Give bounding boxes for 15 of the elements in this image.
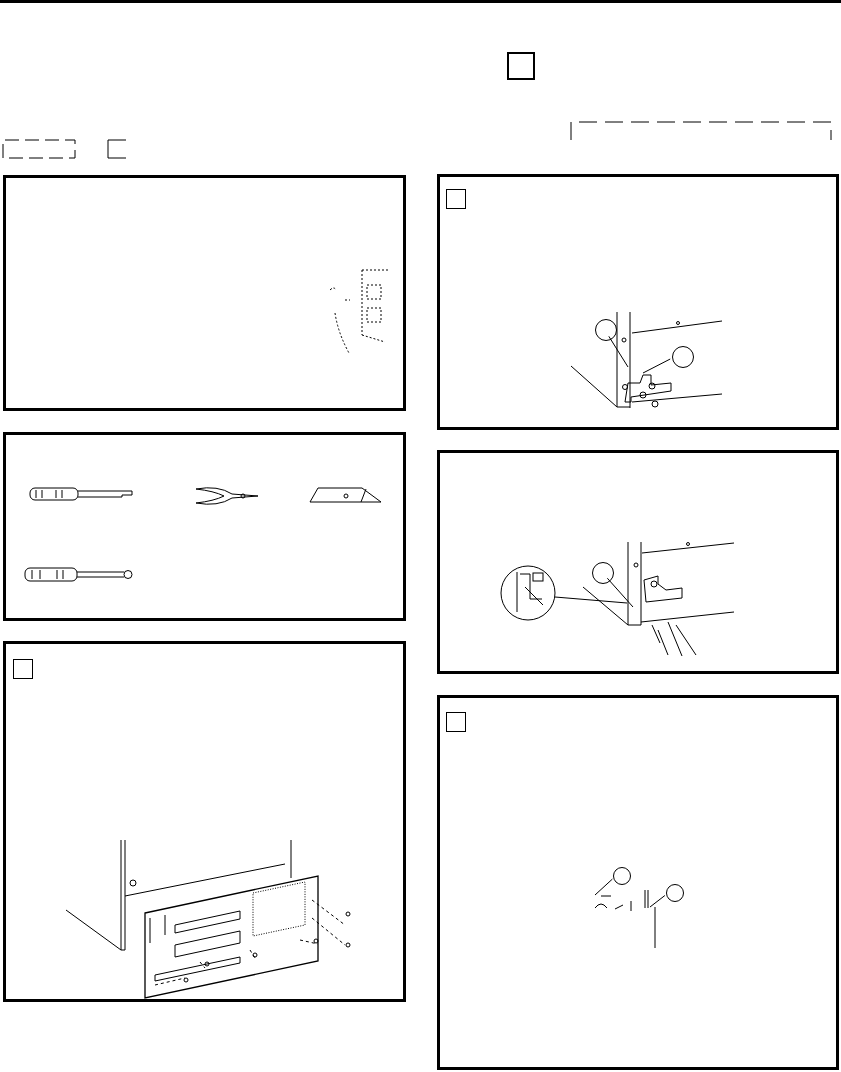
leader-line — [594, 878, 613, 896]
leader-line — [608, 335, 629, 368]
step-number-box — [507, 52, 535, 80]
instruction-panel — [3, 175, 406, 411]
step-number-box — [13, 659, 33, 679]
instruction-panel — [437, 174, 839, 430]
leader-line — [642, 358, 671, 374]
instruction-panel — [3, 432, 406, 621]
instruction-panel — [437, 450, 839, 674]
step-number-box — [446, 189, 466, 209]
leader-line — [606, 577, 634, 608]
instruction-panel — [3, 641, 406, 1002]
leader-line — [649, 895, 666, 908]
step-number-box — [446, 712, 466, 732]
instruction-panel — [437, 695, 839, 1070]
